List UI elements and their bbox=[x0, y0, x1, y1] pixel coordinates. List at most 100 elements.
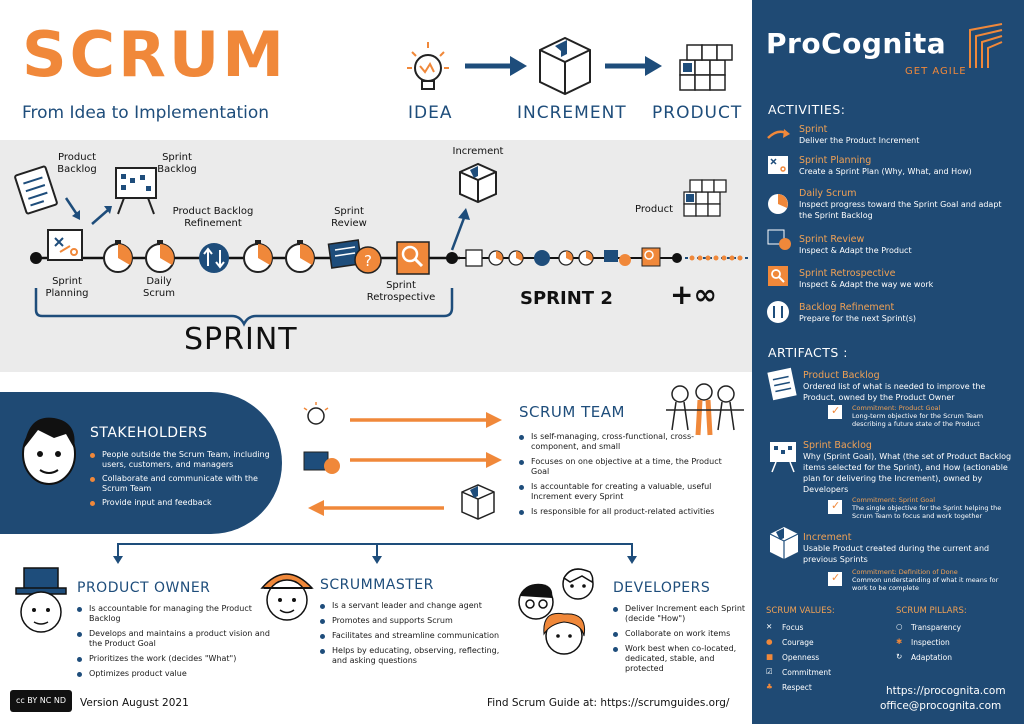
page-title: SCRUM bbox=[22, 18, 287, 91]
list-item: Is a servant leader and change agent bbox=[320, 601, 505, 611]
sprint-planning-icon bbox=[47, 229, 83, 261]
list-item: Is responsible for all product-related a… bbox=[519, 507, 729, 517]
sprint2-icons bbox=[465, 247, 661, 267]
artifact-icons bbox=[767, 367, 799, 559]
label-daily-scrum: Daily Scrum bbox=[142, 276, 176, 299]
artifact-title: Increment bbox=[803, 532, 852, 543]
stakeholders-list: People outside the Scrum Team, including… bbox=[90, 450, 270, 508]
flow-label-product: PRODUCT bbox=[652, 103, 743, 123]
list-item: Develops and maintains a product vision … bbox=[77, 629, 277, 649]
increment-cube-icon bbox=[461, 484, 495, 520]
value-respect-icon: ♣ bbox=[766, 682, 773, 691]
commitment-title: Commitment: Sprint Goal bbox=[852, 496, 936, 504]
value-commitment-icon: ☑ bbox=[766, 667, 773, 676]
brand-tagline: GET AGILE bbox=[905, 66, 967, 77]
increment-cube-icon bbox=[459, 162, 497, 204]
stakeholder-face-icon bbox=[22, 417, 76, 485]
sidebar bbox=[752, 0, 1024, 724]
increment-cube-icon bbox=[769, 527, 799, 559]
scrum-team-title: SCRUM TEAM bbox=[519, 403, 625, 421]
artifact-desc: Why (Sprint Goal), What (the set of Prod… bbox=[803, 452, 1012, 494]
list-item: Work best when co-located, dedicated, st… bbox=[613, 644, 748, 674]
brand-logo: ProCognita bbox=[766, 27, 947, 60]
magnifier-icon bbox=[768, 266, 788, 286]
list-item: People outside the Scrum Team, including… bbox=[90, 450, 270, 470]
label-increment: Increment bbox=[452, 146, 504, 157]
chat-bubble-icon bbox=[767, 229, 791, 250]
svg-text:?: ? bbox=[364, 252, 372, 270]
value-courage-icon: ● bbox=[766, 637, 773, 646]
label-sprint-retro: Sprint Retrospective bbox=[366, 280, 436, 303]
list-item: Optimizes product value bbox=[77, 669, 277, 679]
product-backlog-icon bbox=[14, 165, 58, 215]
values-heading: SCRUM VALUES: bbox=[766, 606, 835, 616]
commitment-title: Commitment: Definition of Done bbox=[852, 568, 958, 576]
flow-label-increment: INCREMENT bbox=[517, 103, 627, 123]
scrummaster-icon bbox=[260, 573, 314, 621]
license-badge: cc BY NC ND bbox=[10, 690, 72, 712]
brand-mark-icon bbox=[969, 23, 1003, 68]
artifact-desc: Usable Product created during the curren… bbox=[803, 544, 990, 564]
pillar-adaptation-icon: ↻ bbox=[896, 652, 903, 661]
developers-list: Deliver Increment each Sprint (decide "H… bbox=[613, 604, 748, 679]
value-item: Openness bbox=[782, 653, 820, 662]
whiteboard-icon bbox=[768, 156, 788, 174]
checkbox-icon: ✓ bbox=[828, 404, 842, 419]
label-infinity: +∞ bbox=[670, 278, 717, 311]
scrum-guide-link[interactable]: Find Scrum Guide at: https://scrumguides… bbox=[487, 697, 730, 709]
flow-label-idea: IDEA bbox=[408, 103, 453, 123]
roles-branch bbox=[113, 543, 637, 564]
sprint-backlog-icon bbox=[115, 167, 157, 215]
pillars-heading: SCRUM PILLARS: bbox=[896, 606, 967, 616]
value-openness-icon: ■ bbox=[766, 652, 774, 661]
sprint-bracket bbox=[34, 288, 454, 327]
value-item: Courage bbox=[782, 638, 814, 647]
list-item: Is accountable for managing the Product … bbox=[77, 604, 277, 624]
sprint-timeline: ? bbox=[14, 162, 750, 327]
developers-title: DEVELOPERS bbox=[613, 580, 711, 596]
stopwatch-icon bbox=[285, 240, 315, 273]
commitment-title: Commitment: Product Goal bbox=[852, 404, 941, 412]
developers-icon bbox=[518, 568, 594, 655]
activity-desc: Prepare for the next Sprint(s) bbox=[799, 314, 917, 323]
product-cubes-icon bbox=[679, 44, 733, 91]
pillar-item: Adaptation bbox=[911, 653, 953, 662]
commitment-desc: The single objective for the Sprint help… bbox=[852, 504, 1002, 520]
idea-to-product-flow bbox=[407, 36, 733, 96]
team-people-icon bbox=[666, 383, 744, 436]
list-item: Provide input and feedback bbox=[90, 498, 270, 508]
pillar-transparency-icon: ○ bbox=[896, 622, 903, 631]
stopwatch-icon bbox=[145, 240, 175, 273]
checkbox-icon: ✓ bbox=[828, 571, 842, 586]
artifact-title: Sprint Backlog bbox=[803, 440, 872, 451]
stakeholders-title: STAKEHOLDERS bbox=[90, 425, 208, 441]
product-owner-list: Is accountable for managing the Product … bbox=[77, 604, 277, 684]
email-link[interactable]: office@procognita.com bbox=[880, 700, 1002, 712]
list-item: Focuses on one objective at a time, the … bbox=[519, 457, 729, 477]
product-owner-title: PRODUCT OWNER bbox=[77, 580, 211, 596]
label-sprint-backlog: Sprint Backlog bbox=[157, 152, 197, 175]
activity-title: Sprint bbox=[799, 124, 828, 135]
label-sprint-2: SPRINT 2 bbox=[520, 288, 613, 309]
refinement-icon bbox=[199, 243, 229, 273]
list-item: Promotes and supports Scrum bbox=[320, 616, 505, 626]
list-item: Collaborate and communicate with the Scr… bbox=[90, 474, 270, 494]
activity-desc: Inspect & Adapt the Product bbox=[799, 246, 912, 255]
artifacts-heading: ARTIFACTS : bbox=[768, 345, 849, 360]
increment-cube-icon bbox=[539, 36, 591, 96]
value-item: Commitment bbox=[782, 668, 832, 677]
scrummaster-list: Is a servant leader and change agent Pro… bbox=[320, 601, 505, 671]
activity-title: Daily Scrum bbox=[799, 188, 857, 199]
clipboard-icon bbox=[767, 367, 797, 401]
website-link[interactable]: https://procognita.com bbox=[886, 685, 1006, 697]
artifact-desc: Ordered list of what is needed to improv… bbox=[803, 382, 986, 402]
activity-icons bbox=[767, 129, 791, 323]
artifact-title: Product Backlog bbox=[803, 370, 880, 381]
activity-desc: Inspect progress toward the Sprint Goal … bbox=[799, 200, 1002, 220]
activity-title: Sprint Review bbox=[799, 234, 865, 245]
activity-desc: Inspect & Adapt the way we work bbox=[799, 280, 934, 289]
checkbox-icon: ✓ bbox=[828, 499, 842, 514]
lightbulb-icon bbox=[407, 42, 449, 90]
list-item: Is accountable for creating a valuable, … bbox=[519, 482, 729, 502]
scrummaster-title: SCRUMMASTER bbox=[320, 577, 434, 593]
